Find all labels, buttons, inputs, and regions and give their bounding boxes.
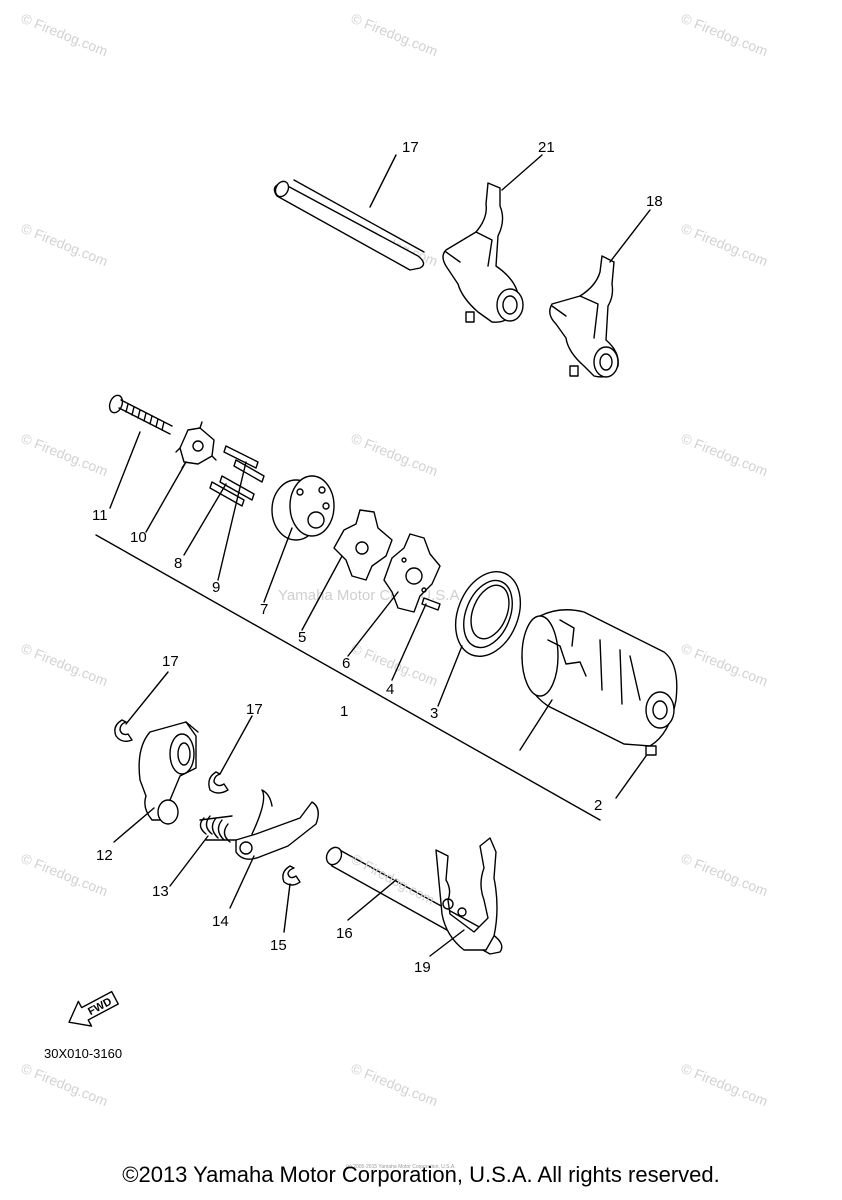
callout-21: 21 <box>538 139 555 156</box>
callout-17: 17 <box>246 701 263 718</box>
callout-18: 17 <box>402 139 419 156</box>
diagram-code: 30X010-3160 <box>44 1046 122 1061</box>
part-2-pin <box>645 745 657 756</box>
callout-11: 11 <box>92 507 108 524</box>
callout-20: 19 <box>414 959 431 976</box>
part-21-shift-fork <box>442 182 524 323</box>
callout-2: 2 <box>594 797 602 814</box>
part-13-spring <box>199 815 237 843</box>
callout-8: 8 <box>174 555 182 572</box>
watermark: © Firedog.com <box>679 850 770 899</box>
watermark: © Firedog.com <box>679 10 770 59</box>
watermark: © Firedog.com <box>349 640 440 689</box>
part-7-drum-segment <box>271 475 335 541</box>
callout-15: 15 <box>270 937 287 954</box>
part-8-9-pins <box>209 445 265 507</box>
part-11-screw <box>108 394 173 435</box>
part-17-circlip-b <box>208 771 229 794</box>
callout-7: 7 <box>260 601 268 618</box>
watermark: © Firedog.com <box>19 1060 110 1109</box>
part-15-e-clip <box>282 865 301 886</box>
callout-12: 12 <box>96 847 113 864</box>
watermark: © Firedog.com <box>679 640 770 689</box>
part-4-pin <box>421 597 441 611</box>
watermark: © Firedog.com <box>679 430 770 479</box>
callout-4: 4 <box>386 681 394 698</box>
fwd-arrow-icon: FWD <box>68 990 119 1027</box>
part-3-bearing <box>454 570 522 658</box>
watermark: © Firedog.com <box>19 220 110 269</box>
fine-print: (c) 2005-2015 Yamaha Motor Corporation, … <box>346 1164 456 1170</box>
part-1-shift-drum <box>521 609 678 747</box>
part-19-shift-fork <box>549 255 619 378</box>
part-20-shift-fork <box>435 837 498 951</box>
watermark: © Firedog.com <box>19 10 110 59</box>
watermark: © Firedog.com <box>679 1060 770 1109</box>
callout-17: 17 <box>162 653 179 670</box>
copyright-notice: ©2013 Yamaha Motor Corporation, U.S.A. A… <box>122 1162 720 1187</box>
watermark: © Firedog.com <box>19 430 110 479</box>
part-18-guide-bar <box>273 179 425 271</box>
part-17-circlip-a <box>114 719 133 743</box>
callout-19: 18 <box>646 193 663 210</box>
watermark: © Firedog.com <box>349 430 440 479</box>
callout-5: 5 <box>298 629 306 646</box>
callout-13: 13 <box>152 883 169 900</box>
watermark: © Firedog.com <box>349 10 440 59</box>
part-5-star-plate <box>333 509 393 581</box>
part-10-plate <box>175 421 217 469</box>
part-12-shift-lever <box>138 721 199 825</box>
callout-16: 16 <box>336 925 353 942</box>
center-watermark: Yamaha Motor Corp. U.S.A. <box>278 587 464 604</box>
part-14-stopper-lever <box>235 789 319 860</box>
leader-lines <box>95 154 651 957</box>
callout-1: 1 <box>340 703 348 720</box>
callout-6: 6 <box>342 655 350 672</box>
callout-9: 9 <box>212 579 220 596</box>
watermark: © Firedog.com <box>349 1060 440 1109</box>
callout-10: 10 <box>130 529 147 546</box>
callout-labels: 17 21 18 11 10 8 9 7 5 6 4 1 3 2 17 17 1… <box>92 139 663 976</box>
callout-3: 3 <box>430 705 438 722</box>
callout-14: 14 <box>212 913 229 930</box>
watermark: © Firedog.com <box>679 220 770 269</box>
watermark: © Firedog.com <box>19 640 110 689</box>
fwd-label: FWD <box>86 996 114 1018</box>
